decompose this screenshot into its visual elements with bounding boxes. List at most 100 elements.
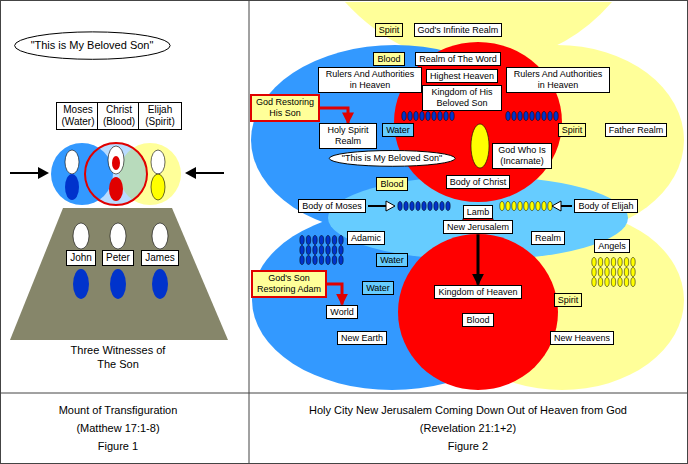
figure-mark: [339, 236, 343, 245]
figure-head: [73, 223, 89, 249]
figure-mark: [524, 202, 528, 211]
node-text: Lamb: [467, 207, 490, 218]
node-text: Kingdom of His Beloved Son: [426, 87, 498, 109]
node-text: New Jerusalem: [447, 222, 509, 233]
label-box: Spirit: [375, 23, 404, 38]
oval-shape: "This is My Beloved Son": [328, 150, 456, 167]
figure-mark: [554, 112, 558, 121]
figure-mark: [414, 112, 418, 121]
figure-mark: [542, 202, 546, 211]
node-text: Water: [380, 255, 404, 266]
figure-body: [152, 269, 168, 299]
label-box: Moses (Water): [56, 102, 100, 130]
figure-mark: [402, 112, 406, 121]
label-box: God's Son Restoring Adam: [251, 270, 327, 298]
figure-mark: [339, 246, 343, 255]
node-text: Realm of The Word: [419, 54, 497, 65]
incarnate-flame: [471, 124, 489, 168]
figure-caption: (Revelation 21:1+2): [420, 421, 516, 435]
label-box: Elijah (Spirit): [138, 102, 182, 130]
node-text: Kingdom of Heaven: [438, 287, 517, 298]
label-box: Water: [362, 281, 394, 296]
figure-mark: [605, 268, 609, 277]
figure-body: [109, 177, 123, 201]
figure-mark: [319, 256, 323, 265]
node-text: God's Infinite Realm: [418, 25, 499, 36]
figure-mark: [592, 268, 596, 277]
label-box: Rulers And Authorities in Heaven: [318, 67, 422, 93]
node-text: World: [330, 307, 353, 318]
label-box: Water: [376, 253, 408, 268]
figure-mark: [618, 268, 622, 277]
label-box: Body of Moses: [298, 199, 366, 214]
pointer-arrow: [368, 205, 388, 207]
figure-mark: [313, 246, 317, 255]
figure-head: [65, 150, 79, 174]
label-box: Christ (Blood): [97, 102, 141, 130]
figure-mark: [410, 202, 414, 211]
figure-mark: [611, 268, 615, 277]
connector-arrow: [327, 284, 342, 305]
node-text: Angels: [598, 241, 626, 252]
figure-head: [152, 223, 168, 249]
figure-mark: [332, 236, 336, 245]
figure-mark: [624, 258, 628, 267]
label-box: Rulers And Authorities in Heaven: [506, 67, 610, 93]
figure-mark: [592, 258, 596, 267]
figure-caption: Figure 1: [98, 439, 138, 453]
figure-mark: [500, 202, 504, 211]
figure-body: [73, 269, 89, 299]
node-text: New Earth: [341, 333, 383, 344]
figure-caption: Mount of Transfiguration: [59, 403, 178, 417]
figure-mark: [426, 112, 430, 121]
christ-circle: [85, 143, 147, 205]
node-text: God Who Is (Incarnate): [496, 145, 548, 167]
figure-mark: [618, 258, 622, 267]
figure-mark: [300, 256, 304, 265]
figure-mark: [408, 112, 412, 121]
node-text: Body of Elijah: [578, 201, 633, 212]
label-box: James: [141, 250, 178, 266]
connector-arrow: [320, 108, 348, 123]
figure-mark: [605, 278, 609, 287]
realm-of-word: [394, 42, 562, 202]
node-text: Highest Heaven: [430, 71, 494, 82]
label-box: Body of Elijah: [574, 199, 637, 214]
label-box: God Restoring His Son: [250, 94, 320, 122]
figure-mark: [444, 112, 448, 121]
node-text: Water: [366, 283, 390, 294]
node-text: Blood: [380, 179, 403, 190]
figure-mark: [420, 112, 424, 121]
label-box: Kingdom of Heaven: [434, 285, 521, 300]
node-text: James: [145, 252, 174, 264]
node-text: Spirit: [562, 125, 583, 136]
arrowhead: [38, 167, 49, 179]
figure-mark: [428, 202, 432, 211]
label-box: Body of Christ: [446, 175, 511, 190]
figure-mark: [624, 278, 628, 287]
figure-mark: [518, 202, 522, 211]
shape-ellipse: [14, 32, 170, 59]
figure-mark: [339, 256, 343, 265]
figure-mark: [536, 112, 540, 121]
figure-mark: [398, 202, 402, 211]
figure-head: [108, 146, 124, 174]
figure-heart: [112, 156, 120, 170]
figure-mark: [611, 258, 615, 267]
figure-mark: [598, 278, 602, 287]
figure-mark: [404, 202, 408, 211]
figure-mark: [438, 112, 442, 121]
label-box: World: [326, 305, 357, 320]
figure-mark: [618, 278, 622, 287]
figure-mark: [536, 202, 540, 211]
figure-mark: [300, 236, 304, 245]
label-box: Blood: [376, 177, 407, 192]
label-box: Adamic: [347, 231, 385, 246]
figure-head: [151, 150, 165, 174]
label-box: Highest Heaven: [426, 69, 498, 84]
node-text: Body of Moses: [302, 201, 362, 212]
arrowhead: [185, 167, 196, 179]
label-box: Realm: [531, 231, 565, 246]
node-text: Rulers And Authorities in Heaven: [510, 69, 606, 91]
